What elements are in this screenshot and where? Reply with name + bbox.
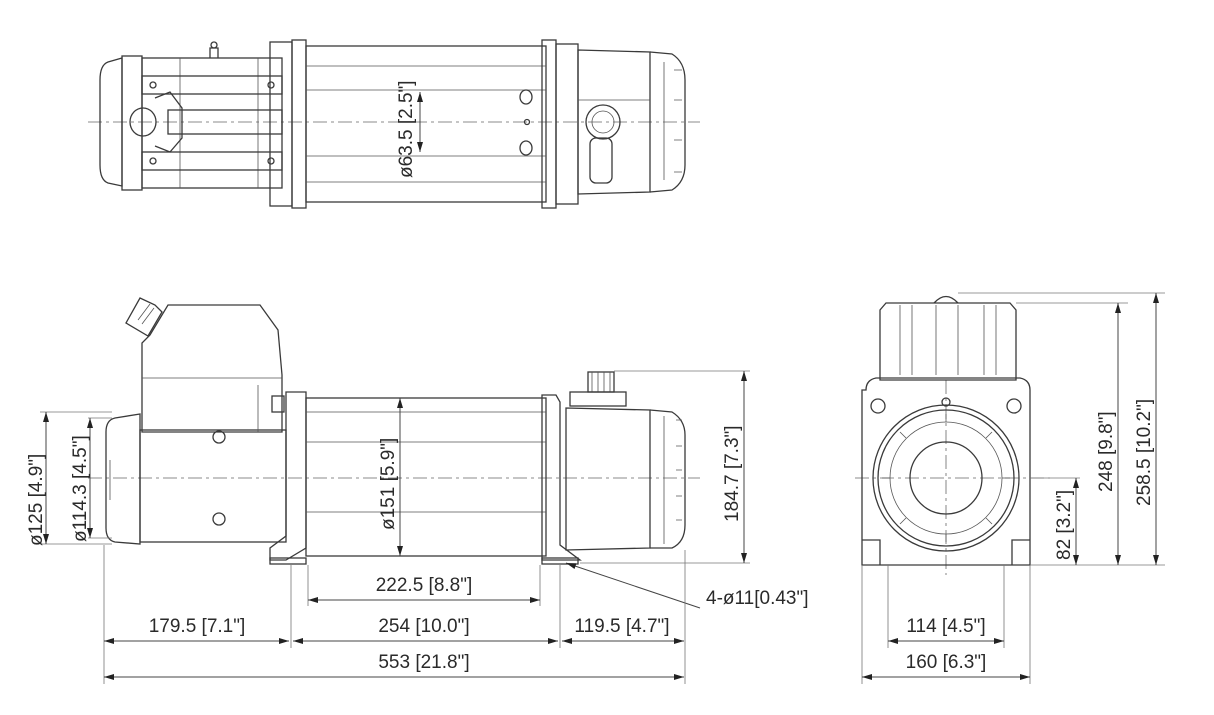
dim-height-gearbox: 184.7 [7.3"] bbox=[722, 425, 743, 522]
dim-drum-diameter-top: ø63.5 [2.5"] bbox=[396, 80, 417, 178]
top-view: ø63.5 [2.5"] bbox=[88, 39, 700, 209]
dim-height-to-top: 248 [9.8"] bbox=[1096, 411, 1117, 492]
dim-overall-height: 258.5 [10.2"] bbox=[1134, 399, 1155, 506]
dim-motor-inner-diameter: ø114.3 [4.5"] bbox=[70, 435, 91, 542]
dim-drum-length: 222.5 [8.8"] bbox=[376, 575, 473, 596]
dim-overall-length: 553 [21.8"] bbox=[378, 652, 469, 673]
end-view: 82 [3.2"] 248 [9.8"] 258.5 [10.2"] 114 [… bbox=[855, 292, 1165, 684]
dim-gearbox-length: 119.5 [4.7"] bbox=[574, 616, 669, 637]
dim-motor-outer-diameter: ø125 [4.9"] bbox=[26, 454, 47, 546]
dim-drum-flange-diameter: ø151 [5.9"] bbox=[378, 438, 399, 530]
side-view: ø125 [4.9"] ø114.3 [4.5"] ø151 [5.9"] 18… bbox=[26, 297, 809, 684]
dim-base-to-center: 82 [3.2"] bbox=[1054, 490, 1075, 560]
dim-motor-length: 179.5 [7.1"] bbox=[149, 616, 246, 637]
dim-mount-spacing: 254 [10.0"] bbox=[378, 616, 469, 637]
dim-mounting-holes: 4-ø11[0.43"] bbox=[706, 588, 809, 609]
dim-overall-width: 160 [6.3"] bbox=[906, 652, 987, 673]
dim-mount-width: 114 [4.5"] bbox=[906, 616, 985, 637]
